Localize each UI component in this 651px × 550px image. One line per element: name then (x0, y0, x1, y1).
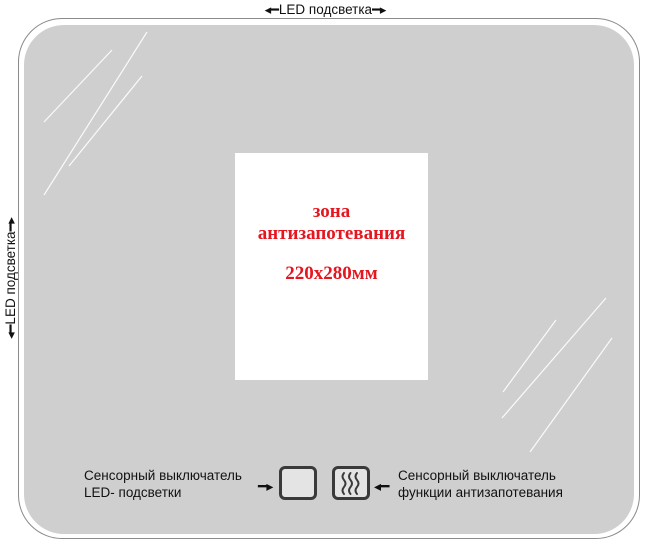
antifog-switch-caption-line2: функции антизапотевания (398, 485, 563, 500)
left-right-arrow-icon: ◂━ (264, 2, 279, 17)
right-arrow-icon: ━▸ (372, 2, 387, 17)
antifog-switch-caption-line1: Сенсорный выключатель (398, 468, 556, 483)
antifog-zone-title: зона антизапотевания (235, 201, 428, 245)
heat-waves-icon (341, 472, 360, 495)
antifog-zone-title-line1: зона (312, 201, 351, 222)
antifog-zone-size: 220x280мм (285, 263, 378, 284)
led-switch-caption-line1: Сенсорный выключатель (84, 468, 242, 483)
led-touch-switch[interactable] (279, 466, 317, 500)
antifog-zone-title-line2: антизапотевания (257, 223, 406, 244)
led-backlight-top-label: ◂━LED подсветка━▸ (0, 2, 651, 18)
led-switch-caption-line2: LED- подсветки (84, 485, 182, 500)
led-backlight-side-label: ◂━LED подсветка━▸ (3, 217, 19, 339)
pointer-arrow-icon: ━▸ (258, 478, 274, 494)
up-down-arrow-icon: ◂━ (3, 324, 18, 339)
antifog-zone: зона антизапотевания 220x280мм (235, 153, 428, 380)
pointer-arrow-icon: ◂━ (374, 478, 390, 494)
led-switch-caption: Сенсорный выключатель LED- подсветки (84, 467, 242, 501)
antifog-touch-switch[interactable] (332, 466, 370, 500)
antifog-switch-caption: Сенсорный выключатель функции антизапоте… (398, 467, 563, 501)
up-arrow-icon: ━▸ (3, 217, 18, 232)
led-backlight-top-text: LED подсветка (278, 2, 373, 17)
led-backlight-side-text: LED подсветка (3, 231, 18, 325)
